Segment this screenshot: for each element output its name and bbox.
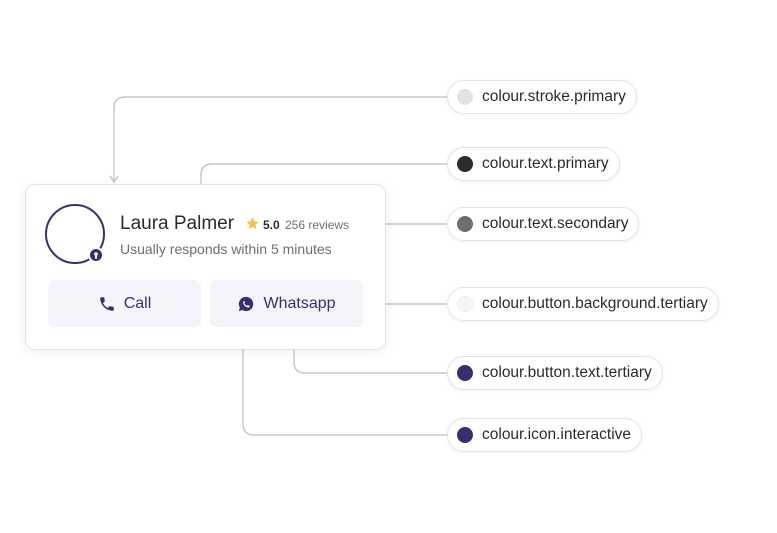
whatsapp-button[interactable]: Whatsapp [210,280,363,327]
call-button-label: Call [123,294,152,312]
color-swatch [457,216,473,232]
color-swatch [457,296,473,312]
connector-stroke-primary [113,96,447,180]
connector-button-text [293,320,447,374]
token-label: colour.text.primary [482,155,609,172]
token-button-background-tertiary: colour.button.background.tertiary [447,287,719,321]
contact-card: Laura Palmer 5.0 256 reviews Usually res… [25,184,386,350]
color-swatch [457,89,473,105]
token-label: colour.icon.interactive [482,426,632,443]
token-icon-interactive: colour.icon.interactive [447,418,643,452]
token-label: colour.button.text.tertiary [482,364,652,381]
reviews-count: 256 reviews [285,218,350,232]
color-swatch [457,427,473,443]
contact-name: Laura Palmer [120,213,235,234]
whatsapp-icon [237,295,255,313]
rating-value: 5.0 [263,218,280,232]
token-stroke-primary: colour.stroke.primary [447,80,637,114]
star-icon [246,217,259,230]
verified-badge-icon [88,247,104,263]
token-text-primary: colour.text.primary [447,147,620,181]
connector-icon-interactive [242,316,447,436]
token-label: colour.text.secondary [482,215,629,232]
phone-icon [98,295,116,313]
whatsapp-button-label: Whatsapp [263,294,336,312]
color-swatch [457,156,473,172]
response-time: Usually responds within 5 minutes [120,241,332,257]
token-button-text-tertiary: colour.button.text.tertiary [447,356,663,390]
token-text-secondary: colour.text.secondary [447,207,640,241]
arrowhead [109,175,119,184]
token-label: colour.stroke.primary [482,88,626,105]
token-label: colour.button.background.tertiary [482,295,708,312]
connector-text-primary [200,163,447,211]
call-button[interactable]: Call [48,280,201,327]
color-swatch [457,365,473,381]
